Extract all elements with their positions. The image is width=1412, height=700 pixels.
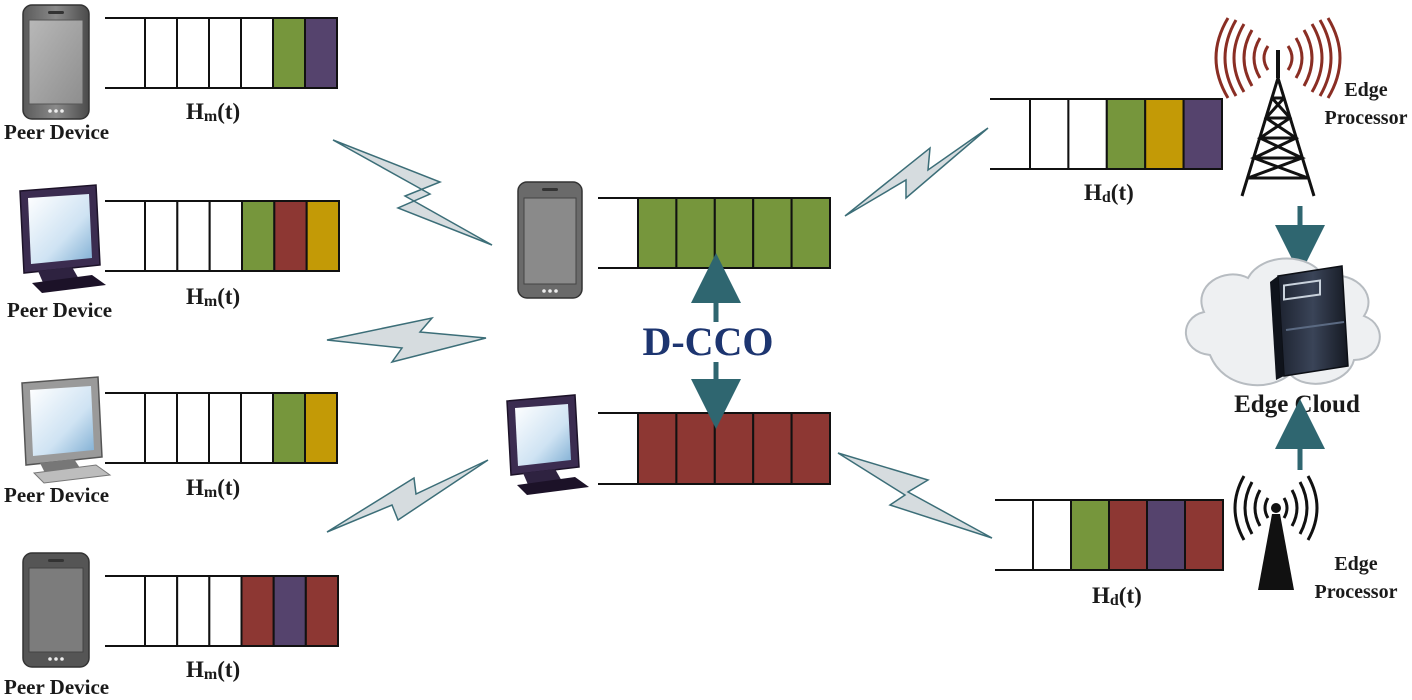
queue-cell [176,575,211,647]
queue-cell [144,392,178,464]
queue-rail [105,200,145,272]
base-station-icon [1233,475,1319,590]
queue-cell [144,575,179,647]
queue-rail [105,392,145,464]
queue-cell [1146,499,1186,571]
queue-center-phone [598,197,831,269]
queue-cell [752,412,793,485]
smartphone-icon [517,181,583,299]
queue-cell [675,197,716,269]
dcco-label: D-CCO [642,319,773,364]
queue-cell [1067,98,1108,170]
queue-cell [272,392,306,464]
queue-rail [995,499,1033,571]
peer-device-label: Peer Device [4,483,109,507]
queue-cell [176,17,210,89]
queue-rail [105,17,145,89]
smartphone-icon [22,552,90,668]
queue-cell [272,575,307,647]
queue-cell [304,17,338,89]
queue-cell [208,575,243,647]
queue-cell [1144,98,1185,170]
queue-label-hd: Hd(t) [1092,583,1142,609]
queue-edge-bottom [995,499,1224,571]
queue-cell [273,200,308,272]
monitor-icon [506,394,589,495]
queue-cell [1105,98,1147,170]
wireless-link-icon [837,452,993,539]
monitor-icon [19,184,106,293]
wireless-link-icon [844,127,989,217]
queue-cell [240,17,274,89]
wireless-link-icon [332,139,493,246]
queue-rail [105,575,145,647]
edge-processor-label: Processor [1325,107,1408,129]
queue-cell [240,392,274,464]
queue-cell [675,412,716,485]
monitor-icon [21,376,112,484]
edge-processor-label: Edge [1334,553,1377,575]
edge-processor-label: Processor [1315,581,1398,603]
queue-peer-2 [105,200,340,272]
wireless-links [326,127,993,539]
edge-processor-label: Edge [1344,79,1387,101]
queue-cell [713,412,755,485]
queue-cell [637,412,678,485]
queue-peer-1 [105,17,338,89]
queue-cell [176,200,211,272]
queue-cell [144,17,178,89]
queue-cell [790,197,831,269]
queue-cell [176,392,210,464]
queue-cell [713,197,755,269]
wireless-link-icon [326,459,489,533]
queues [105,17,1224,647]
queue-rail [598,197,638,269]
queue-cell [304,575,340,647]
queue-edge-top [990,98,1223,170]
queue-rail [990,98,1030,170]
queue-cell [208,17,242,89]
queue-cell [1184,499,1224,571]
queue-cell [1108,499,1148,571]
queue-cell [144,200,179,272]
server-icon [1270,265,1349,380]
peer-device-label: Peer Device [4,675,109,699]
queue-cell [305,200,340,272]
queue-cell [637,197,678,269]
queue-label-hd: Hd(t) [1084,180,1134,206]
queue-cell [790,412,831,485]
queue-cell [1029,98,1070,170]
queue-peer-3 [105,392,338,464]
queue-cell [1032,499,1072,571]
queue-label-hm: Hm(t) [186,657,240,683]
queue-cell [272,17,306,89]
queue-peer-4 [105,575,340,647]
queue-label-hm: Hm(t) [186,99,240,125]
queue-center-monitor [598,412,831,485]
queue-rail [598,412,638,485]
queue-cell [208,200,244,272]
edge-cloud-label: Edge Cloud [1234,391,1360,418]
smartphone-icon [22,4,90,120]
queue-cell [752,197,793,269]
cell-tower-icon [1214,17,1342,197]
queue-cell [1182,98,1223,170]
queue-cell [304,392,338,464]
queue-label-hm: Hm(t) [186,284,240,310]
queue-cell [208,392,242,464]
wireless-link-icon [326,316,487,364]
queue-cell [241,200,276,272]
queue-cell [240,575,275,647]
peer-device-label: Peer Device [4,120,109,144]
peer-device-label: Peer Device [7,298,112,322]
queue-label-hm: Hm(t) [186,475,240,501]
queue-cell [1070,499,1110,571]
